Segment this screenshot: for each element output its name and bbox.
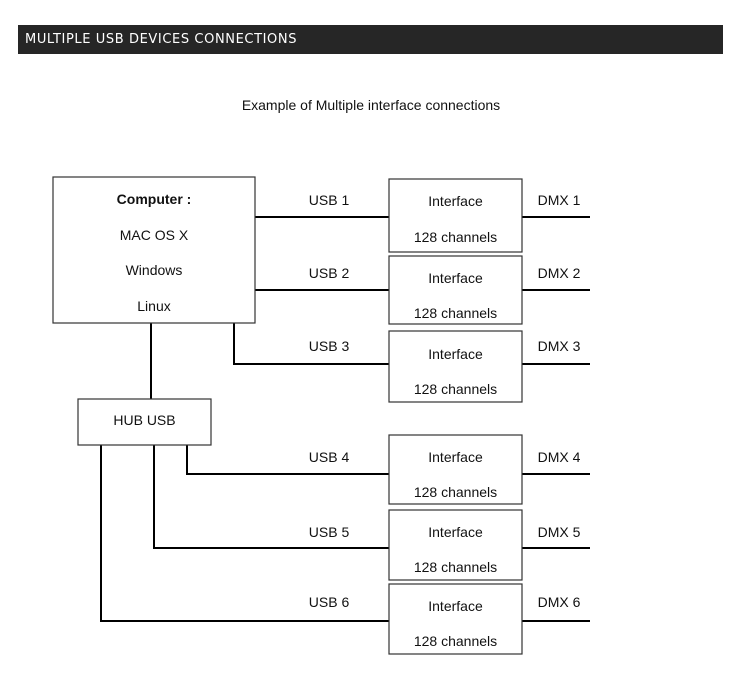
os-windows: Windows	[126, 262, 183, 278]
interface-1: Interface 128 channels USB 1 DMX 1	[309, 178, 581, 253]
interface-channels: 128 channels	[414, 559, 497, 575]
interface-channels: 128 channels	[414, 305, 497, 321]
usb-label: USB 3	[309, 338, 350, 354]
os-linux: Linux	[137, 298, 170, 314]
interface-4: Interface 128 channels USB 4 DMX 4	[309, 434, 581, 505]
wire-usb-3	[233, 323, 389, 365]
dmx-label: DMX 5	[538, 524, 581, 540]
section-header: MULTIPLE USB DEVICES CONNECTIONS	[18, 25, 723, 54]
hub-label: HUB USB	[113, 412, 175, 428]
interface-label: Interface	[428, 270, 483, 286]
dmx-label: DMX 2	[538, 265, 581, 281]
dmx-label: DMX 4	[538, 449, 581, 465]
usb-label: USB 6	[309, 594, 350, 610]
dmx-label: DMX 6	[538, 594, 581, 610]
interface-label: Interface	[428, 346, 483, 362]
computer-title: Computer :	[117, 191, 192, 207]
wires	[100, 216, 590, 622]
interface-6: Interface 128 channels USB 6 DMX 6	[309, 583, 581, 655]
interface-channels: 128 channels	[414, 633, 497, 649]
diagram-subtitle: Example of Multiple interface connection…	[241, 97, 501, 113]
os-mac: MAC OS X	[120, 227, 189, 243]
interface-label: Interface	[428, 524, 483, 540]
interface-channels: 128 channels	[414, 229, 497, 245]
interface-channels: 128 channels	[414, 484, 497, 500]
usb-label: USB 4	[309, 449, 350, 465]
computer-box: Computer : MAC OS X Windows Linux	[52, 176, 256, 324]
interface-2: Interface 128 channels USB 2 DMX 2	[309, 255, 581, 325]
wire-usb-4	[186, 445, 389, 475]
wire-usb-5	[153, 445, 389, 549]
usb-label: USB 5	[309, 524, 350, 540]
interface-label: Interface	[428, 449, 483, 465]
interface-channels: 128 channels	[414, 381, 497, 397]
wire-usb-6	[100, 445, 389, 622]
interface-3: Interface 128 channels USB 3 DMX 3	[309, 330, 581, 403]
interface-5: Interface 128 channels USB 5 DMX 5	[309, 509, 581, 581]
dmx-label: DMX 1	[538, 192, 581, 208]
interface-label: Interface	[428, 193, 483, 209]
interface-label: Interface	[428, 598, 483, 614]
usb-label: USB 1	[309, 192, 350, 208]
usb-label: USB 2	[309, 265, 350, 281]
section-title: MULTIPLE USB DEVICES CONNECTIONS	[25, 32, 298, 47]
hub-box: HUB USB	[77, 398, 212, 446]
dmx-label: DMX 3	[538, 338, 581, 354]
